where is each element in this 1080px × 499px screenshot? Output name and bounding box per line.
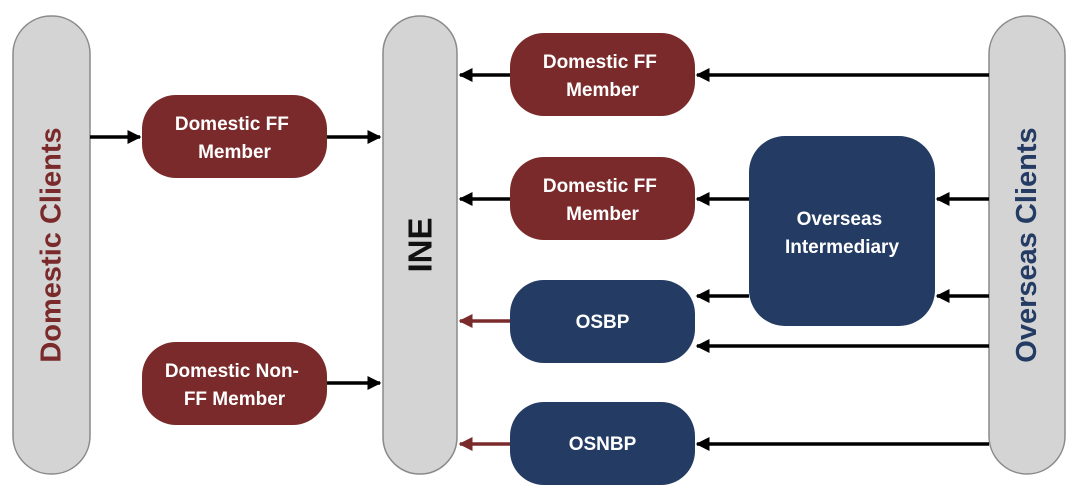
domestic-clients-label: Domestic Clients <box>36 127 68 362</box>
ine-label: INE <box>402 217 439 272</box>
overseas-intermediary-box: Overseas Intermediary <box>749 136 935 326</box>
box-line: FF Member <box>184 389 286 410</box>
osnbp-label: OSNBP <box>569 434 637 455</box>
box-line: Domestic FF <box>543 176 657 197</box>
svg-text:Domestic FF Member: Domestic FF Member <box>543 52 662 101</box>
svg-text:Domestic Non- FF Member: Domestic Non- FF Member <box>165 361 304 410</box>
box-line: Overseas <box>797 209 883 230</box>
box-line: Member <box>198 142 271 163</box>
domestic-clients-column: Domestic Clients <box>12 15 91 475</box>
overseas-clients-label: Overseas Clients <box>1011 127 1043 362</box>
svg-text:Overseas Intermediary: Overseas Intermediary <box>785 209 899 258</box>
domestic-ff-member-box-left: Domestic FF Member <box>142 95 327 178</box>
domestic-ff-member-box-top: Domestic FF Member <box>510 33 695 116</box>
overseas-clients-column: Overseas Clients <box>988 15 1066 475</box>
box-line: Domestic Non- <box>165 361 299 382</box>
svg-text:Domestic FF Member: Domestic FF Member <box>175 114 294 163</box>
osbp-box: OSBP <box>510 280 695 363</box>
box-line: Domestic FF <box>175 114 289 135</box>
domestic-non-ff-member-box: Domestic Non- FF Member <box>142 342 327 425</box>
box-line: Member <box>566 80 639 101</box>
domestic-ff-member-box-middle: Domestic FF Member <box>510 157 695 240</box>
arrows <box>90 68 989 451</box>
box-line: Domestic FF <box>543 52 657 73</box>
box-line: Intermediary <box>785 237 899 258</box>
box-line: Member <box>566 204 639 225</box>
osnbp-box: OSNBP <box>510 402 695 485</box>
osbp-label: OSBP <box>576 312 630 333</box>
ine-column: INE <box>382 15 458 475</box>
svg-text:Domestic FF Member: Domestic FF Member <box>543 176 662 225</box>
